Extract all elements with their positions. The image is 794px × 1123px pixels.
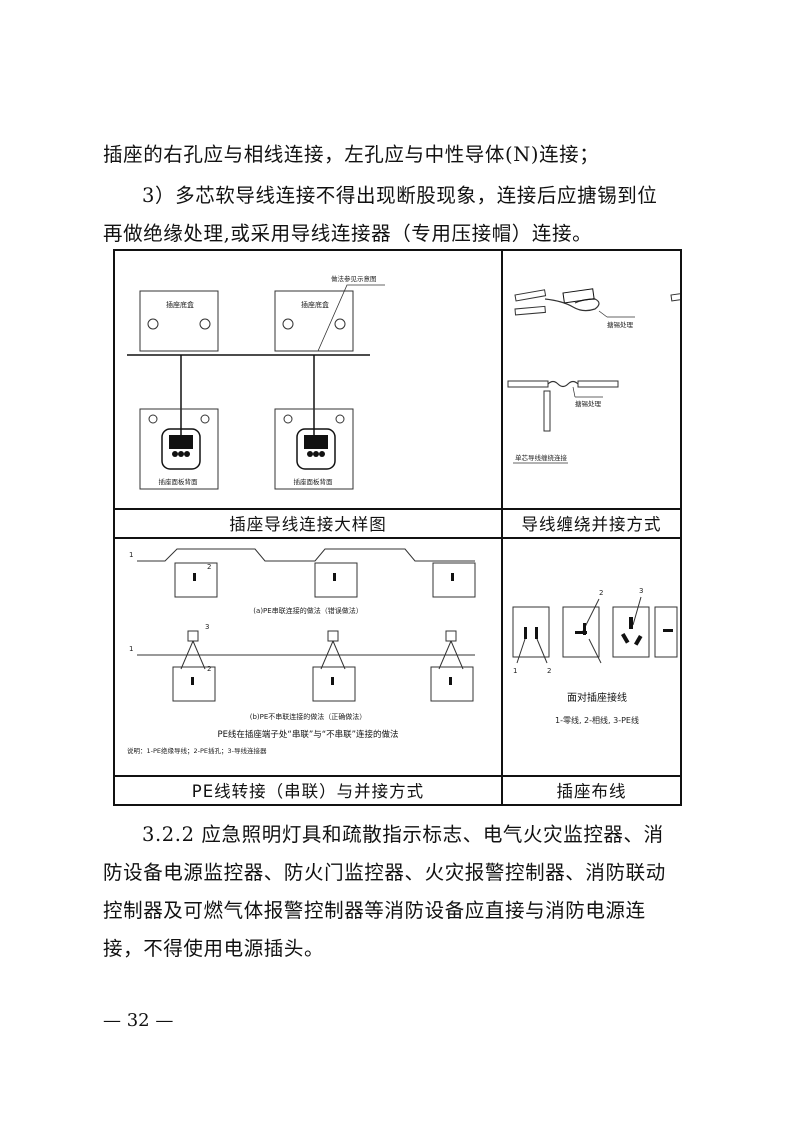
paragraph-fire-equipment-line3: 控制器及可燃气体报警控制器等消防设备应直接与消防电源连: [103, 899, 646, 922]
figure-table: 插座底盒 插座底盒 插座面板背面 插座面板背面 做法参见示意图: [113, 249, 743, 806]
pe-note: 说明：1-PE绝缘导线；2-PE插孔；3-导线连接器: [127, 746, 267, 755]
label-panel-back-2: 插座面板背面: [294, 477, 334, 486]
label-method-note: 做法参见示意图: [331, 274, 377, 283]
paragraph-fire-equipment-line1: 3.2.2 应急照明灯具和疏散指示标志、电气火灾监控器、消: [142, 823, 664, 846]
table-divider-h2: [115, 537, 680, 539]
paragraph-socket-holes: 插座的右孔应与相线连接，左孔应与中性导体(N)连接；: [103, 143, 600, 166]
figure-socket-layout: 1 2 2 3 面对插座接线 1-零线, 2-相线, 3-PE线: [503, 539, 680, 775]
caption-wire-twisting: 导线缠绕并接方式: [521, 515, 662, 534]
label-socket-box-1: 插座底盒: [166, 300, 194, 309]
caption-pe-connection: PE线转接（串联）与并接方式: [191, 782, 425, 801]
table-divider-h1: [115, 508, 680, 510]
label-tin-2: 搪锡处理: [575, 399, 602, 408]
paragraph-multicore-line1: 3）多芯软导线连接不得出现断股现象，连接后应搪锡到位: [142, 184, 658, 207]
figure-socket-wiring-detail: 插座底盒 插座底盒 插座面板背面 插座面板背面 做法参见示意图: [115, 251, 501, 508]
pe-sub-b: (b)PE不串联连接的做法（正确做法）: [250, 712, 367, 721]
paragraph-fire-equipment-line4: 接，不得使用电源插头。: [103, 937, 325, 960]
socket-number-3: 3: [639, 587, 643, 595]
pe-title: PE线在插座端子处“串联”与“不串联”连接的做法: [217, 729, 398, 740]
label-tin-1: 搪锡处理: [607, 320, 634, 329]
label-panel-back-1: 插座面板背面: [159, 477, 199, 486]
socket-number-2b: 2: [599, 589, 603, 597]
table-divider-h3: [115, 775, 680, 777]
label-socket-box-2: 插座底盒: [301, 300, 329, 309]
socket-legend: 1-零线, 2-相线, 3-PE线: [555, 715, 639, 725]
paragraph-multicore-line2: 再做绝缘处理,或采用导线连接器（专用压接帽）连接。: [103, 222, 593, 245]
pe-number-1a: 1: [129, 551, 133, 559]
pe-number-3: 3: [205, 623, 209, 631]
paragraph-fire-equipment-line2: 防设备电源监控器、防火门监控器、火灾报警控制器、消防联动: [103, 861, 666, 884]
socket-title: 面对插座接线: [567, 691, 627, 704]
pe-number-2b: 2: [207, 665, 211, 673]
label-single-core: 单芯导线缠绕连接: [515, 453, 568, 462]
caption-socket-wiring-detail: 插座导线连接大样图: [229, 515, 387, 534]
pe-sub-a: (a)PE串联连接的做法（错误做法）: [253, 606, 362, 615]
pe-number-2a: 2: [207, 563, 211, 571]
page-number: — 32 —: [103, 1010, 174, 1031]
socket-number-1a: 1: [513, 667, 517, 675]
table-divider-vertical: [501, 251, 503, 804]
socket-number-2a: 2: [547, 667, 551, 675]
figure-pe-connection: 1 1 2 2 3 (a)PE串联连接的做法（错误做法） (b)PE不串联连接的…: [115, 539, 501, 775]
caption-socket-layout: 插座布线: [556, 782, 627, 801]
figure-wire-twisting: 搪锡处理 搪锡处理 单芯导线缠绕连接: [503, 251, 743, 508]
pe-number-1b: 1: [129, 645, 133, 653]
